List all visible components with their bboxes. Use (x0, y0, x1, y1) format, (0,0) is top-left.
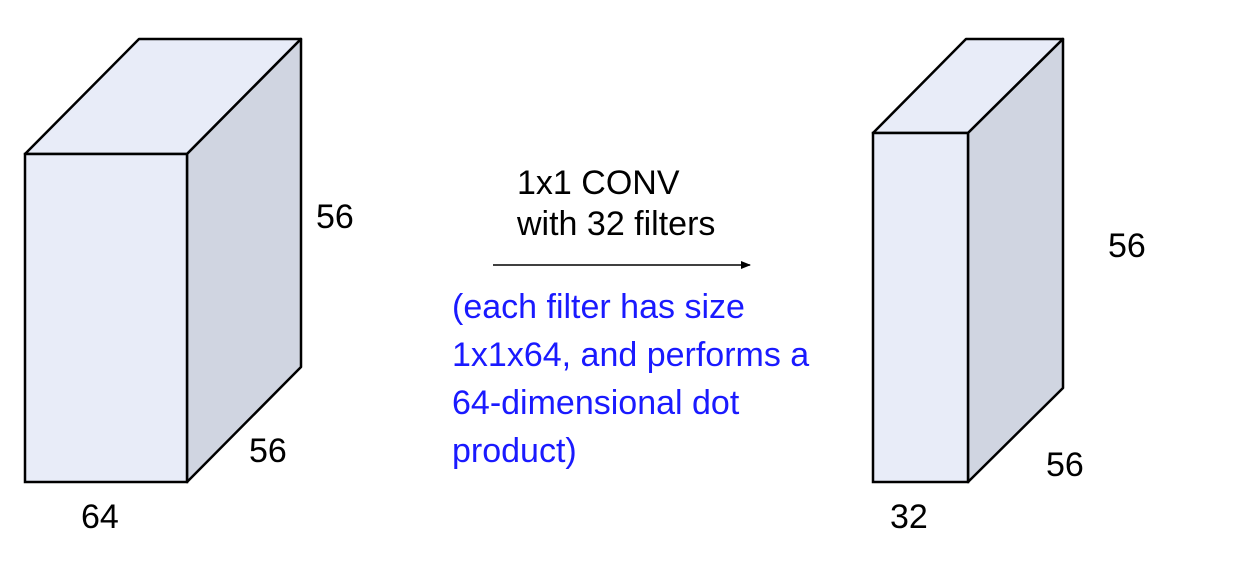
operation-title: 1x1 CONV (517, 164, 680, 202)
note-line: (each filter has size (452, 288, 745, 326)
operation-subtitle: with 32 filters (517, 205, 716, 243)
input-width-label: 64 (81, 498, 119, 536)
input-depth-label: 56 (249, 432, 287, 470)
output-width-label: 32 (890, 498, 928, 536)
input-volume-box (23, 37, 303, 484)
input-volume-front-face (23, 152, 189, 484)
output-volume-box (871, 37, 1065, 484)
output-volume-front-face (871, 131, 970, 484)
note-line: 1x1x64, and performs a (452, 336, 810, 374)
note-line: product) (452, 432, 577, 470)
output-height-label: 56 (1108, 227, 1146, 265)
operation-note: (each filter has size 1x1x64, and perfor… (452, 283, 809, 475)
output-depth-label: 56 (1046, 446, 1084, 484)
note-line: 64-dimensional dot (452, 384, 740, 422)
input-height-label: 56 (316, 198, 354, 236)
